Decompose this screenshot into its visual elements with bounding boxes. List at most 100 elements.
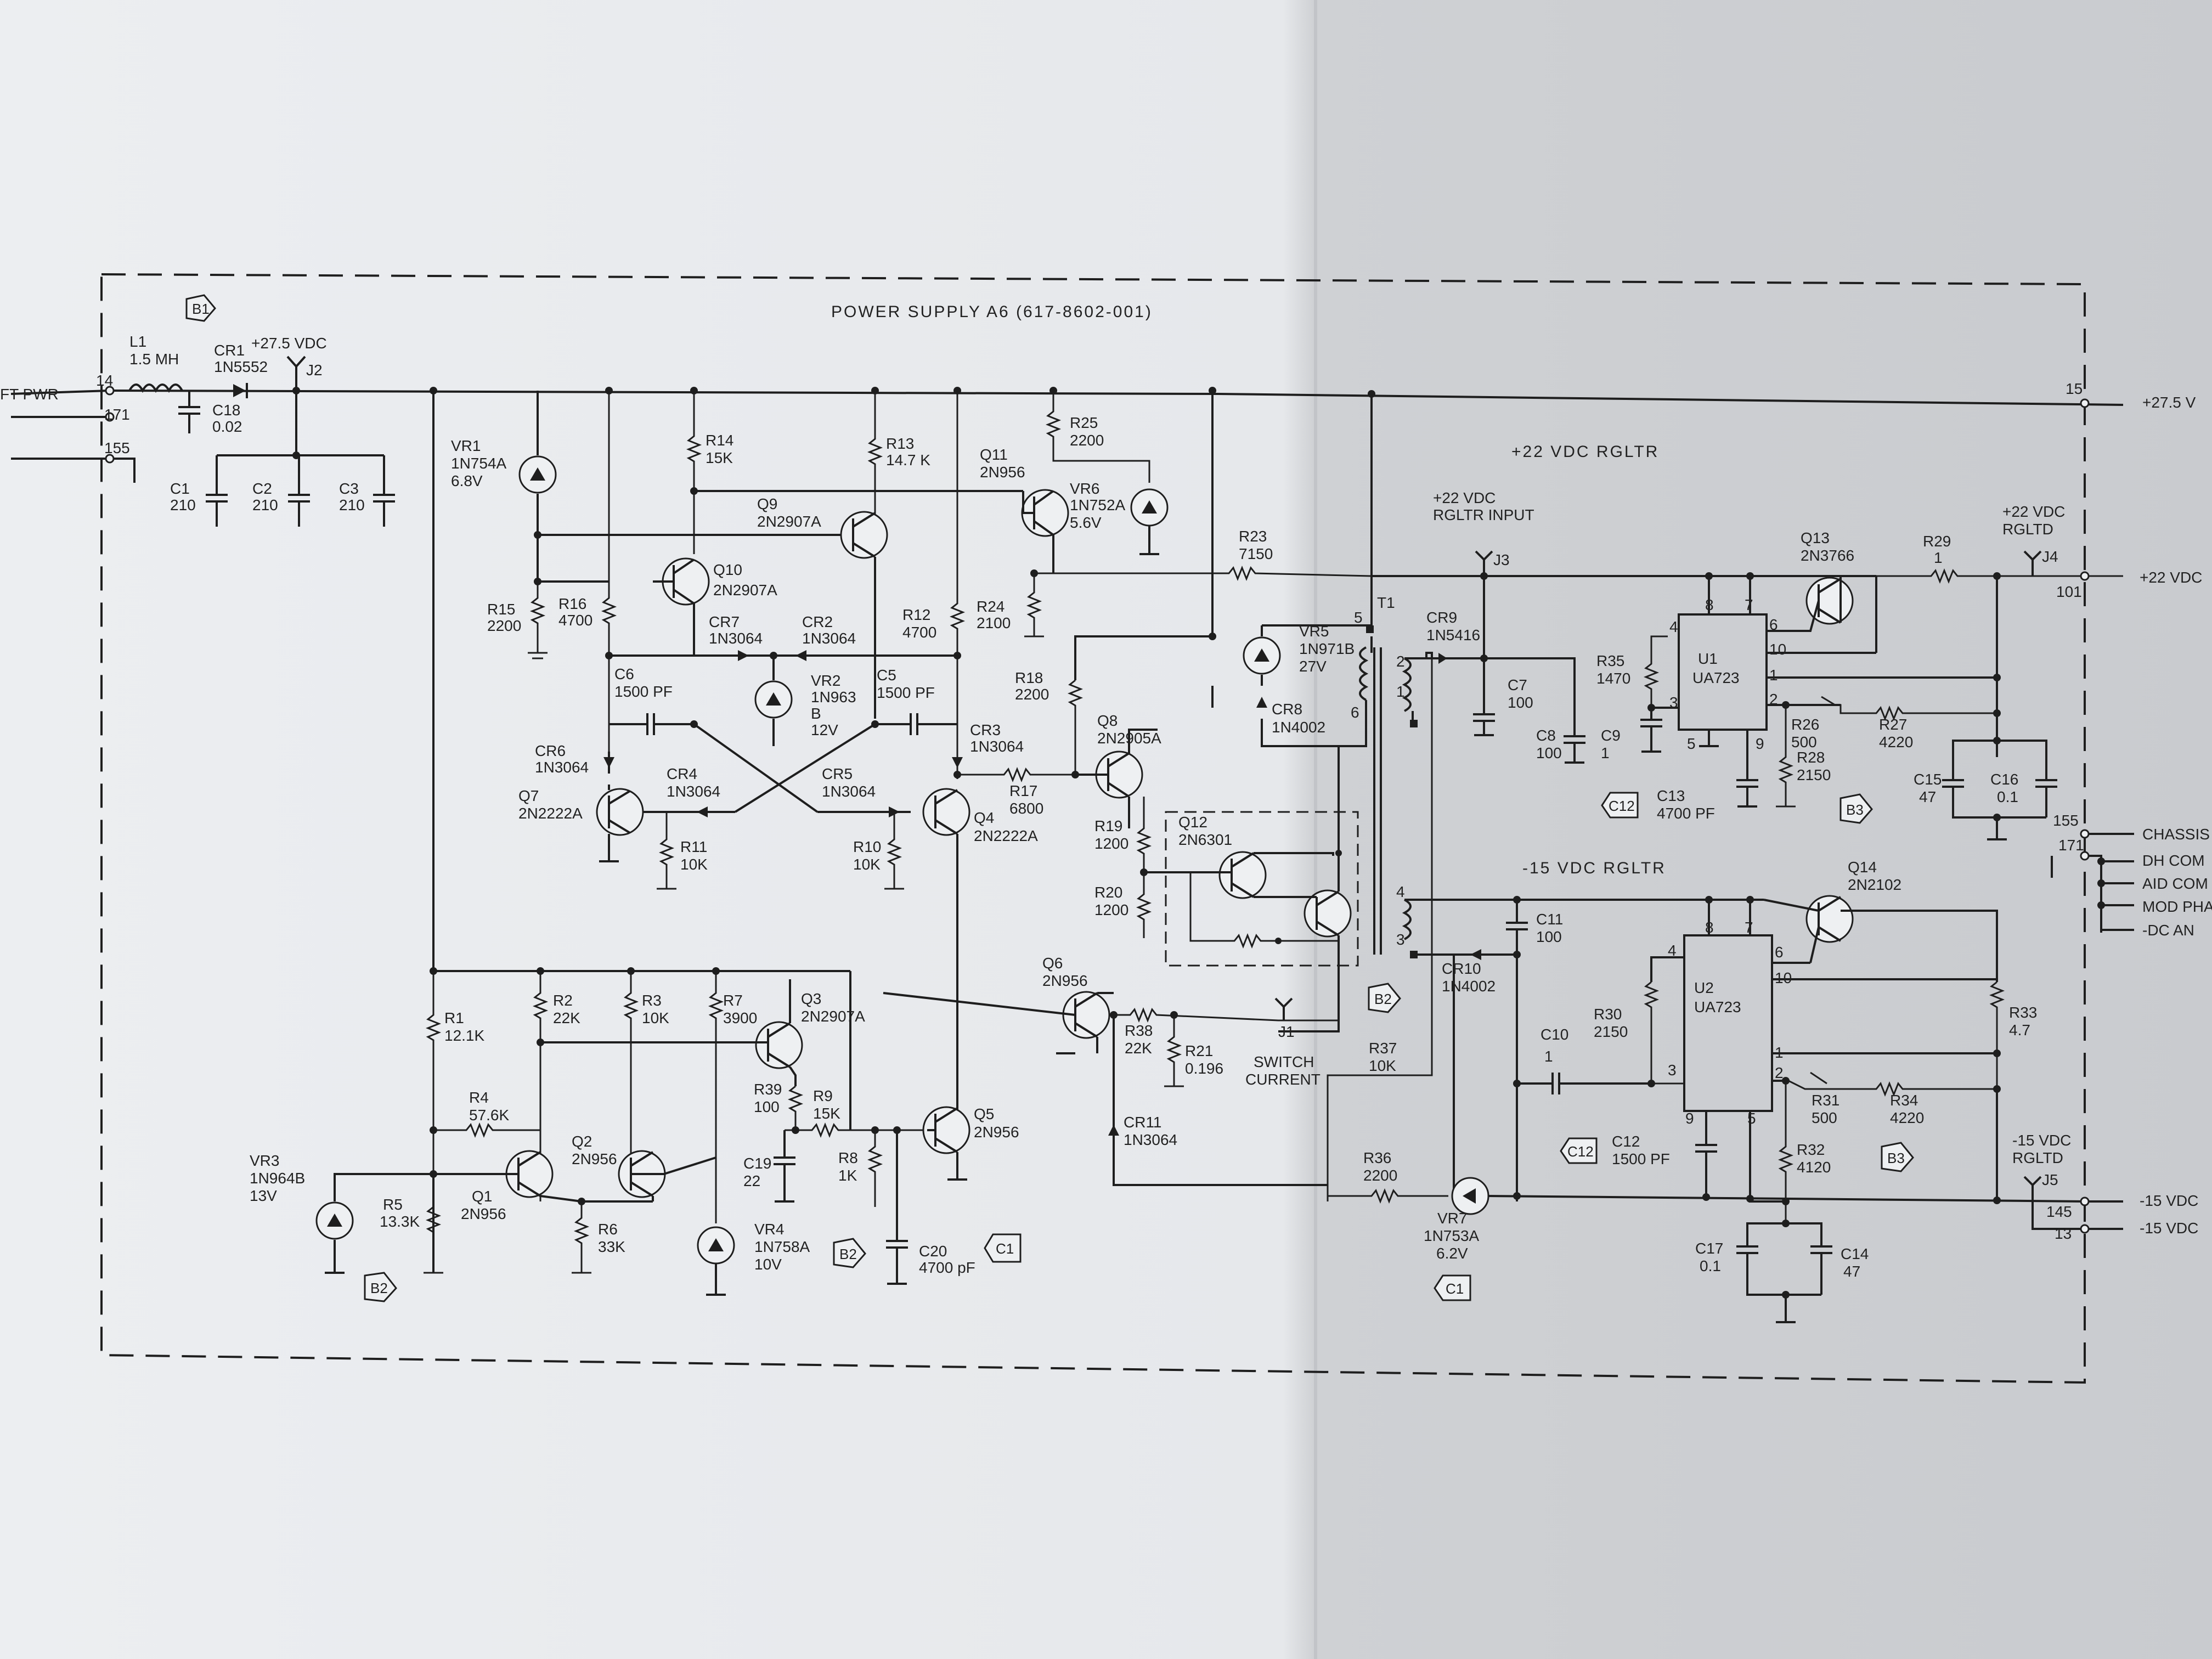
cr4-ref: CR4	[667, 765, 697, 782]
vr3-ref: VR3	[250, 1152, 279, 1169]
vr5-part: 1N971B	[1299, 640, 1355, 657]
cr8-value: 1N4002	[1272, 719, 1325, 736]
ref-tag-b2-a	[364, 1272, 397, 1302]
l1-inductor	[128, 383, 183, 393]
vr3-part: 1N964B	[250, 1170, 305, 1187]
r37-ref: R37	[1369, 1040, 1397, 1057]
q3-ref: Q3	[801, 990, 821, 1007]
q14-part: 2N2102	[1848, 876, 1901, 893]
vr6-ref: VR6	[1070, 480, 1099, 497]
vr2-volt: 12V	[811, 721, 838, 738]
vr1-ref: VR1	[451, 437, 481, 454]
input-ground-lines	[11, 416, 136, 483]
c8-ref: C8	[1536, 727, 1556, 744]
t1-pin-1: 1	[1396, 683, 1405, 700]
q7-part: 2N2222A	[518, 805, 583, 822]
r23-value: 7150	[1239, 545, 1273, 562]
r23-ref: R23	[1239, 528, 1267, 545]
q11-part: 2N956	[980, 464, 1025, 481]
u1-pin8: 8	[1705, 596, 1714, 613]
ref-tag-c1-a	[984, 1233, 1022, 1263]
r21-value: 0.196	[1185, 1060, 1223, 1077]
vr4-ref: VR4	[754, 1221, 784, 1238]
c10-value: 1	[1544, 1048, 1553, 1065]
svg-text:B3: B3	[1846, 802, 1864, 818]
pin-171-label: 171	[104, 406, 130, 423]
t1-pin-4: 4	[1396, 883, 1405, 900]
c14-value: 47	[1843, 1263, 1860, 1280]
cr3-ref: CR3	[970, 721, 1001, 738]
u1-part: UA723	[1692, 669, 1740, 686]
c8-value: 100	[1536, 744, 1562, 761]
r12-value: 4700	[902, 624, 936, 641]
r5-value: 13.3K	[380, 1213, 420, 1230]
r27-ref: R27	[1879, 716, 1907, 733]
reg-input-line1: +22 VDC	[1433, 489, 1496, 506]
u1-pin10: 10	[1769, 641, 1786, 658]
r26-ref: R26	[1791, 716, 1819, 733]
vr2-grade: B	[811, 705, 821, 722]
vr7-part: 1N753A	[1424, 1227, 1480, 1244]
r20-value: 1200	[1094, 901, 1128, 918]
c6-ref: C6	[614, 665, 634, 682]
out-mod-pha: MOD PHA	[2142, 898, 2212, 915]
l1-ref: L1	[129, 333, 146, 350]
out-aid-com: AID COM	[2142, 875, 2208, 892]
r35-value: 1470	[1596, 670, 1630, 687]
vr4-part: 1N758A	[754, 1238, 810, 1255]
c7-ref: C7	[1508, 676, 1527, 693]
svg-text:C1: C1	[996, 1240, 1014, 1257]
r35-ref: R35	[1596, 652, 1624, 669]
r39-ref: R39	[754, 1081, 782, 1098]
q12-package-outline	[1165, 811, 1359, 967]
c9-ref: C9	[1601, 727, 1621, 744]
c10-ref: C10	[1541, 1026, 1568, 1043]
t1-pin-3: 3	[1396, 931, 1405, 948]
c7-value: 100	[1508, 694, 1533, 711]
c12-value: 1500 PF	[1612, 1150, 1670, 1167]
r36-value: 2200	[1363, 1167, 1397, 1184]
r11-ref: R11	[680, 838, 707, 855]
r24-ref: R24	[977, 598, 1005, 615]
out15-line2: RGLTD	[2012, 1149, 2063, 1166]
q5-part: 2N956	[974, 1124, 1019, 1141]
r30-value: 2150	[1594, 1023, 1628, 1040]
r9-value: 15K	[813, 1105, 840, 1122]
cr9-diode	[1438, 653, 1447, 664]
r10-ref: R10	[853, 838, 881, 855]
c1-value: 210	[170, 496, 196, 514]
r17-ref: R17	[1009, 782, 1037, 799]
t1-pin-6: 6	[1351, 704, 1359, 721]
switch-current-line1: SWITCH	[1254, 1053, 1314, 1070]
c20-value: 4700 pF	[919, 1259, 975, 1276]
q2-ref: Q2	[572, 1133, 592, 1150]
vr7-volt: 6.2V	[1436, 1245, 1468, 1262]
r7-ref: R7	[723, 992, 743, 1009]
r1-ref: R1	[444, 1009, 464, 1026]
q4-ref: Q4	[974, 809, 994, 826]
cr6-value: 1N3064	[535, 759, 589, 776]
cr2-value: 1N3064	[802, 630, 856, 647]
c5-value: 1500 PF	[877, 684, 935, 701]
r19-ref: R19	[1094, 817, 1122, 834]
c15-value: 47	[1919, 788, 1936, 805]
q10-part: 2N2907A	[713, 582, 777, 599]
r6-value: 33K	[598, 1238, 625, 1255]
pin-14	[105, 386, 115, 396]
r1-value: 12.1K	[444, 1027, 484, 1044]
cr4-value: 1N3064	[667, 783, 720, 800]
module-border	[100, 273, 2086, 1384]
input-lead	[10, 390, 110, 395]
c1-c3-bank	[206, 391, 395, 527]
u2-regulator-ic	[1683, 934, 1773, 1112]
c2-ref: C2	[252, 480, 272, 497]
q9-part: 2N2907A	[757, 513, 821, 530]
vr3-volt: 13V	[250, 1187, 277, 1204]
cr1-value: 1N5552	[214, 358, 268, 375]
u1-pin3: 3	[1669, 694, 1678, 711]
r15-ref: R15	[487, 601, 515, 618]
u1-pin9: 9	[1756, 735, 1764, 752]
vr2-ref: VR2	[811, 672, 840, 689]
r33-value: 4.7	[2009, 1022, 2030, 1039]
